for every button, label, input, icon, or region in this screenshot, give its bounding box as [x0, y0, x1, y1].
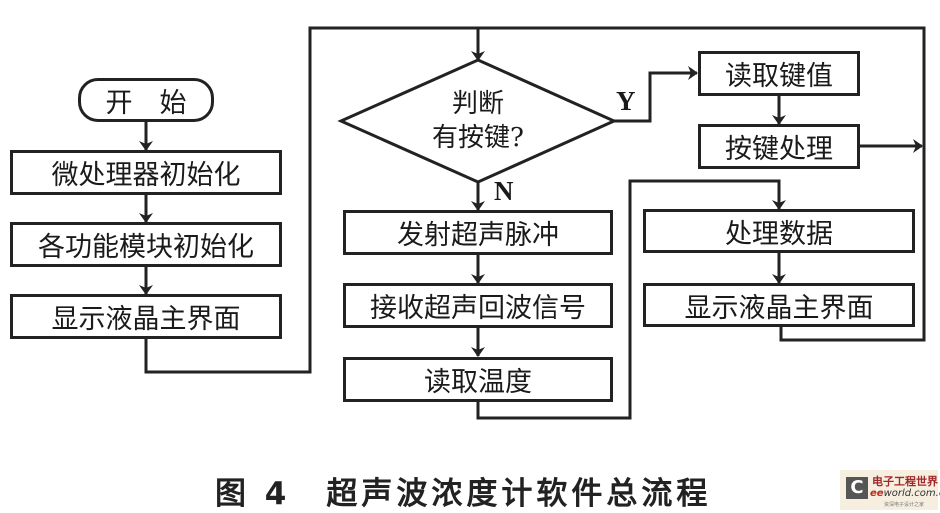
step-process-data: 处理数据: [643, 209, 915, 253]
eeworld-watermark: C 电子工程世界 eeworld.com.cn 资深电子设计之家: [840, 470, 940, 510]
watermark-name-cn: 电子工程世界: [872, 475, 938, 488]
watermark-tagline: 资深电子设计之家: [884, 502, 925, 508]
step-read-temperature: 读取温度: [343, 357, 613, 402]
arrow-yes-to-read-key: [614, 66, 698, 123]
step-read-key-value: 读取键值: [698, 51, 860, 96]
watermark-domain: eeworld.com.cn: [870, 488, 940, 499]
no-label: N: [494, 176, 514, 206]
step-receive-echo: 接收超声回波信号: [343, 283, 613, 328]
watermark-domain-prefix: ee: [870, 488, 884, 499]
watermark-domain-rest: world.com.cn: [883, 488, 940, 499]
decision-line-2: 有按键?: [432, 123, 524, 153]
step-display-main: 显示液晶主界面: [10, 294, 282, 339]
c-logo-icon: C: [846, 477, 868, 499]
caption-number: 图 4: [215, 476, 291, 512]
decision-text: 判断 有按键?: [398, 87, 558, 155]
yes-label: Y: [616, 86, 636, 116]
step-modules-init: 各功能模块初始化: [10, 222, 282, 267]
loop-line-to-decision: [144, 26, 926, 374]
step-display-main-2: 显示液晶主界面: [643, 283, 915, 327]
decision-line-1: 判断: [451, 89, 504, 119]
caption-title: 超声波浓度计软件总流程: [326, 476, 712, 512]
figure-caption: 图 4 超声波浓度计软件总流程: [215, 468, 711, 513]
step-key-handling: 按键处理: [698, 124, 860, 169]
step-emit-pulse: 发射超声脉冲: [343, 210, 613, 255]
start-terminal: 开 始: [78, 78, 214, 122]
step-mcu-init: 微处理器初始化: [10, 150, 282, 195]
arrow-temp-to-process: [476, 179, 786, 420]
